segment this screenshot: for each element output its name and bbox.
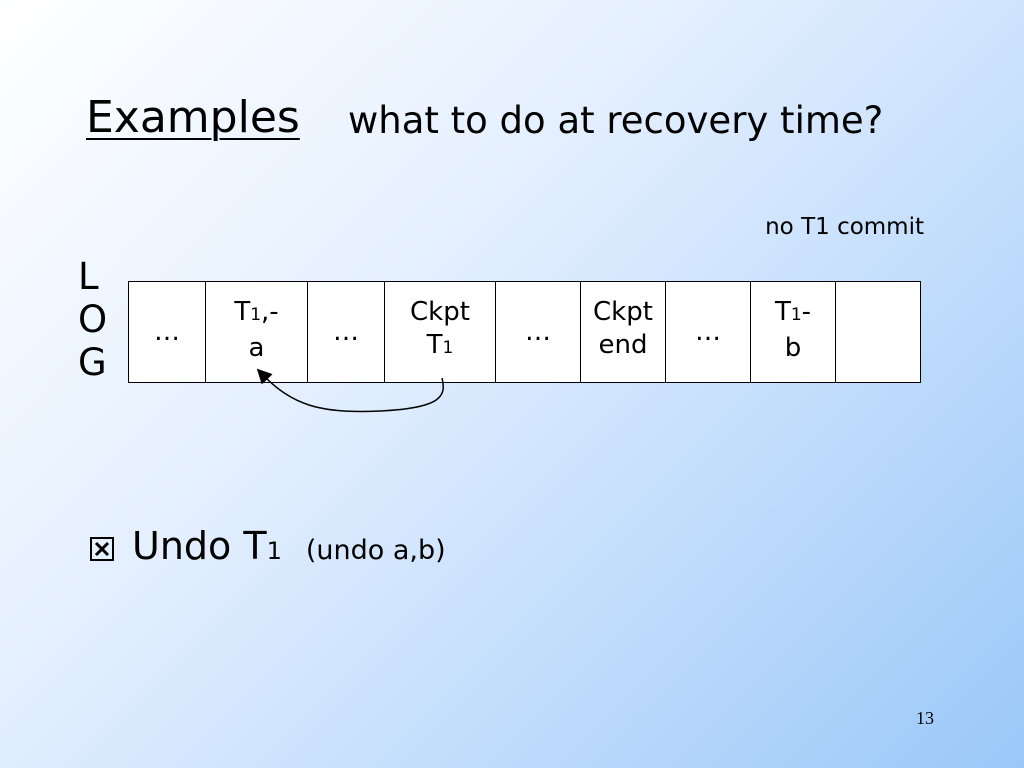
log-letter-l: L [78,255,99,298]
cell-text: a [248,333,265,363]
bullet-text: Undo T1 [132,524,282,568]
cell-text: T [774,297,791,327]
log-cell-ckpt-t1: Ckpt T1 [384,281,496,383]
log-cell-ckpt-end: Ckpt end [580,281,666,383]
log-cell-t1-a: T1,- a [205,281,308,383]
cell-text: - [801,297,812,327]
cell-text: Ckpt [410,297,470,327]
cell-text: end [598,330,648,360]
cell-text: ,- [261,297,279,327]
log-letter-o: O [78,298,108,341]
log-cell-t1-b: T1- b [750,281,836,383]
bullet-main-text: Undo T [132,524,267,568]
log-cell-ellipsis-1: … [128,281,206,383]
cell-text: Ckpt [593,297,653,327]
log-cell-ellipsis-4: … [665,281,751,383]
cell-text: T [234,297,251,327]
page-number: 13 [916,708,934,728]
log-cell-empty [835,281,921,383]
slide-title: Examples [86,92,300,143]
log-label: L O G [78,255,118,384]
log-cell-ellipsis-2: … [307,281,385,383]
log-letter-g: G [78,341,107,384]
checkbox-x-icon [90,537,114,561]
cell-text: T [426,330,443,360]
bullet-parenthetical: (undo a,b) [305,535,446,566]
cell-subscript: 1 [442,338,454,358]
cell-subscript: 1 [790,305,802,325]
log-table: … T1,- a … Ckpt T1 … Ckpt end … T1- b [128,281,921,383]
bullet-subscript: 1 [266,537,282,565]
slide-subtitle: what to do at recovery time? [348,99,884,142]
cell-subscript: 1 [250,305,262,325]
commit-note: no T1 commit [765,214,924,240]
log-cell-ellipsis-3: … [495,281,581,383]
cell-text: b [784,333,802,363]
bullet-undo: Undo T1 (undo a,b) [90,524,446,568]
